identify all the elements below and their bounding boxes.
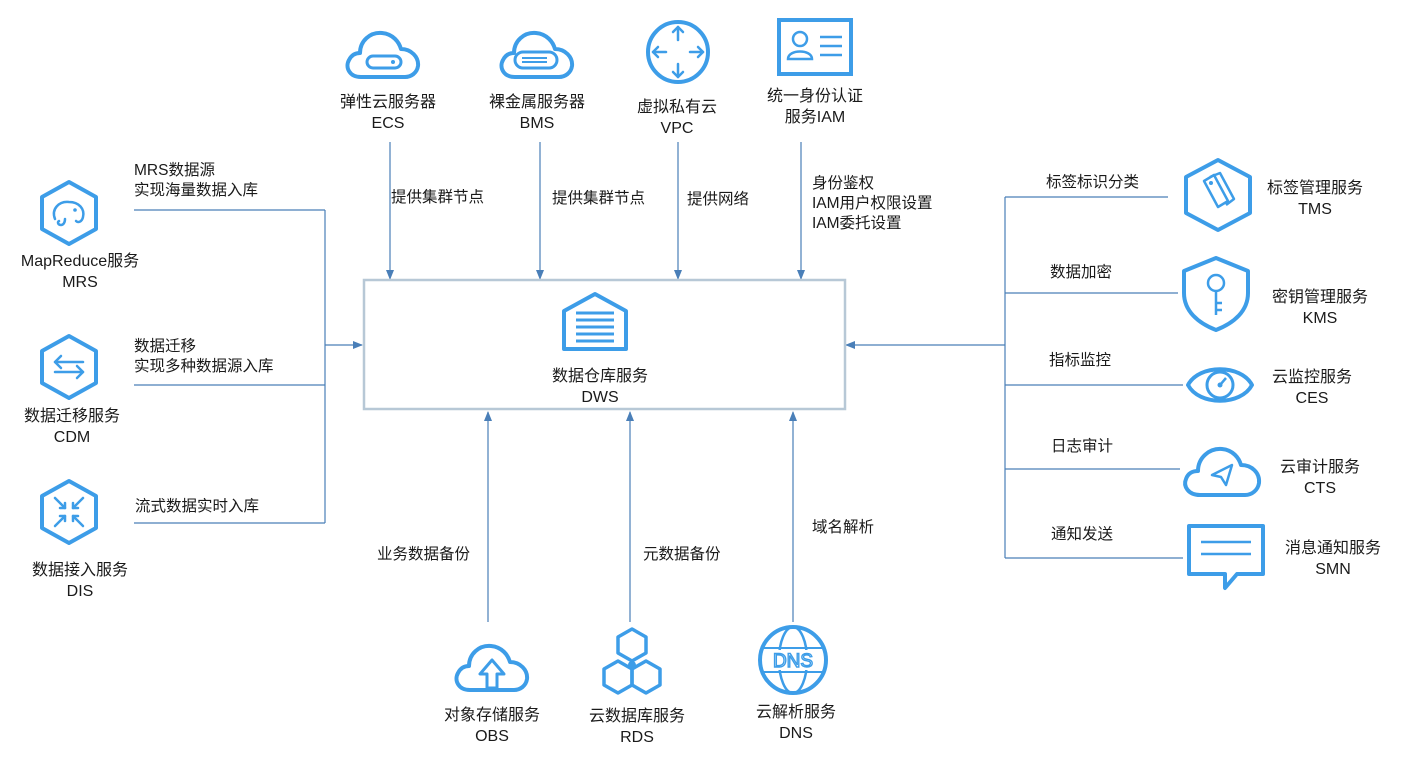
- ecs-name: 弹性云服务器: [339, 94, 437, 111]
- monitor-eye-icon: [1186, 367, 1254, 403]
- iam-code: 服务IAM: [784, 109, 846, 126]
- rds-label: 云数据库服务 RDS: [589, 706, 685, 748]
- ces-code: CES: [1295, 390, 1329, 407]
- smn-label: 消息通知服务 SMN: [1285, 538, 1381, 580]
- mrs-name: MapReduce服务: [20, 253, 140, 270]
- dis-relation: 流式数据实时入库: [135, 498, 260, 515]
- elephant-hexagon-icon: [40, 180, 98, 246]
- dns-label: 云解析服务 DNS: [756, 702, 836, 744]
- kms-label: 密钥管理服务 KMS: [1272, 287, 1368, 329]
- rds-name: 云数据库服务: [588, 708, 686, 725]
- obs-label: 对象存储服务 OBS: [444, 705, 540, 747]
- tms-name: 标签管理服务: [1266, 180, 1364, 197]
- mrs-relation-line: MRS数据源: [134, 162, 215, 179]
- iam-relation-line: IAM用户权限设置: [812, 195, 933, 212]
- vpc-name: 虚拟私有云: [636, 99, 718, 116]
- bms-code: BMS: [519, 115, 555, 132]
- cloud-server-icon: [345, 30, 421, 79]
- mrs-label: MapReduce服务 MRS: [21, 251, 139, 293]
- obs-name: 对象存储服务: [443, 707, 541, 724]
- smn-relation: 通知发送: [1051, 526, 1114, 543]
- ecs-relation: 提供集群节点: [391, 189, 485, 206]
- ces-name: 云监控服务: [1271, 369, 1353, 386]
- obs-code: OBS: [475, 728, 509, 745]
- iam-relation-line: 身份鉴权: [812, 175, 875, 192]
- id-card-icon: [777, 18, 853, 76]
- bms-label: 裸金属服务器 BMS: [489, 92, 585, 134]
- database-hexagons-icon: [602, 627, 662, 695]
- iam-label: 统一身份认证 服务IAM: [767, 86, 863, 128]
- vpc-code: VPC: [660, 120, 694, 137]
- vpc-relation: 提供网络: [687, 191, 750, 208]
- vpc-network-icon: [646, 20, 710, 84]
- migration-hexagon-icon: [40, 334, 98, 400]
- tms-code: TMS: [1298, 201, 1332, 218]
- tms-relation: 标签标识分类: [1046, 174, 1140, 191]
- cdm-label: 数据迁移服务 CDM: [24, 406, 120, 448]
- dns-name: 云解析服务: [755, 704, 837, 721]
- kms-relation: 数据加密: [1050, 264, 1113, 281]
- dws-code: DWS: [581, 389, 619, 406]
- dns-icon-label: DNS: [773, 651, 813, 672]
- cts-relation: 日志审计: [1051, 438, 1114, 455]
- cdm-relation-line: 实现多种数据源入库: [134, 358, 274, 375]
- dws-name: 数据仓库服务: [551, 368, 649, 385]
- smn-name: 消息通知服务: [1284, 540, 1382, 557]
- rds-code: RDS: [620, 729, 654, 746]
- bare-metal-server-icon: [499, 30, 575, 79]
- tag-icon: [1184, 158, 1252, 232]
- ces-relation: 指标监控: [1049, 352, 1112, 369]
- shield-key-icon: [1182, 256, 1250, 332]
- iam-relation-line: IAM委托设置: [812, 215, 902, 232]
- cdm-code: CDM: [53, 429, 91, 446]
- mrs-relation-line: 实现海量数据入库: [134, 182, 259, 199]
- cdm-relation-line: 数据迁移: [134, 338, 197, 355]
- ecs-code: ECS: [371, 115, 405, 132]
- mrs-code: MRS: [62, 274, 98, 291]
- stream-hexagon-icon: [40, 479, 98, 545]
- dws-label: 数据仓库服务 DWS: [552, 366, 648, 408]
- iam-name: 统一身份认证: [766, 88, 864, 105]
- dns-relation: 域名解析: [812, 519, 875, 536]
- dis-code: DIS: [66, 583, 94, 600]
- cloud-audit-icon: [1183, 446, 1262, 497]
- cloud-upload-icon: [454, 643, 530, 692]
- rds-relation: 元数据备份: [643, 546, 721, 563]
- mrs-relation: MRS数据源 实现海量数据入库: [134, 161, 258, 201]
- ecs-label: 弹性云服务器 ECS: [340, 92, 436, 134]
- dis-name: 数据接入服务: [31, 562, 129, 579]
- cdm-name: 数据迁移服务: [23, 408, 121, 425]
- dns-globe-icon: DNS: [758, 625, 828, 695]
- obs-relation: 业务数据备份: [377, 546, 471, 563]
- cts-label: 云审计服务 CTS: [1280, 457, 1360, 499]
- tms-label: 标签管理服务 TMS: [1267, 178, 1363, 220]
- smn-code: SMN: [1315, 561, 1351, 578]
- bms-relation: 提供集群节点: [552, 190, 646, 207]
- cts-name: 云审计服务: [1279, 459, 1361, 476]
- iam-relation: 身份鉴权 IAM用户权限设置 IAM委托设置: [812, 174, 933, 234]
- ces-label: 云监控服务 CES: [1272, 367, 1352, 409]
- bms-name: 裸金属服务器: [488, 94, 586, 111]
- warehouse-icon: [562, 292, 628, 351]
- kms-code: KMS: [1302, 310, 1338, 327]
- cdm-relation: 数据迁移 实现多种数据源入库: [134, 337, 274, 377]
- message-notification-icon: [1187, 524, 1265, 590]
- kms-name: 密钥管理服务: [1271, 289, 1369, 306]
- dws-box: [362, 278, 847, 411]
- dis-label: 数据接入服务 DIS: [32, 560, 128, 602]
- dns-code: DNS: [779, 725, 813, 742]
- vpc-label: 虚拟私有云 VPC: [637, 97, 717, 139]
- cts-code: CTS: [1303, 480, 1336, 497]
